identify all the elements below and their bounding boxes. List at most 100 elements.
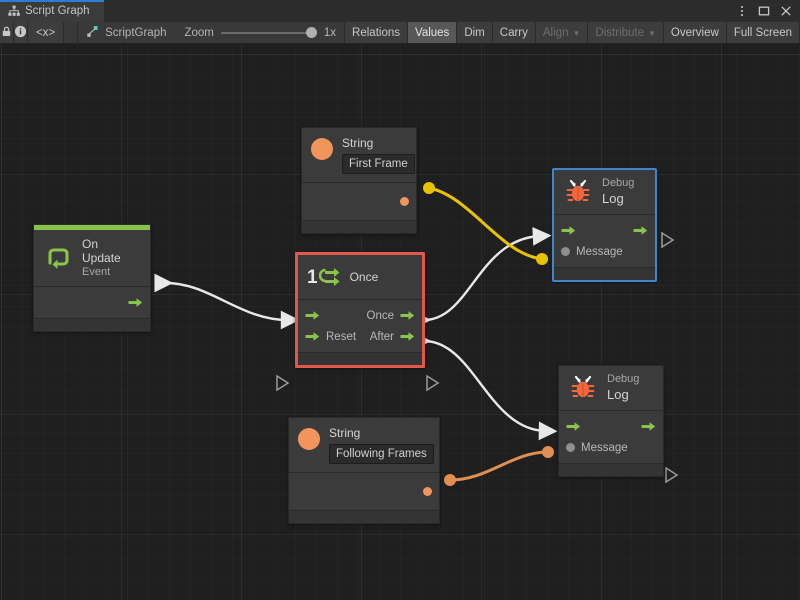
port-flow-in[interactable] xyxy=(566,421,581,432)
port-flow-out[interactable] xyxy=(128,297,143,308)
hollow-triangle-debug-bottom-out xyxy=(665,466,679,484)
maximize-icon[interactable] xyxy=(754,0,774,22)
port-value-out[interactable] xyxy=(400,197,409,207)
wire-endpoint-dot xyxy=(542,446,554,458)
wire-first-frame-to-message[interactable] xyxy=(428,186,543,261)
port-value-out[interactable] xyxy=(423,487,432,497)
node-string-first-frame[interactable]: String First Frame xyxy=(301,127,417,235)
lock-icon xyxy=(0,25,13,41)
port-row-message: Message xyxy=(554,241,655,262)
node-string-following-frames[interactable]: String Following Frames xyxy=(288,417,440,525)
toolbar-button-align[interactable]: Align ▼ xyxy=(535,22,589,43)
toolbar-button-full-screen-label: Full Screen xyxy=(733,26,792,39)
breadcrumb[interactable]: ScriptGraph xyxy=(78,22,177,43)
zoom-slider[interactable] xyxy=(220,27,317,39)
flow-arrow-icon xyxy=(305,331,320,342)
port-flow-out-after[interactable]: After xyxy=(370,331,415,343)
port-row-flow xyxy=(559,416,663,437)
port-flow-in-enter[interactable] xyxy=(305,310,320,321)
wire-after-to-debug-bottom[interactable] xyxy=(412,331,558,441)
toolbar-button-relations-label: Relations xyxy=(352,26,400,39)
wire-following-frames-to-message[interactable] xyxy=(449,450,549,482)
window-controls xyxy=(732,0,796,22)
node-title-group: On Update Event xyxy=(82,237,140,279)
info-button[interactable] xyxy=(14,22,28,43)
node-title: Once xyxy=(349,269,379,284)
flow-arrow-icon xyxy=(400,310,415,321)
node-debug-log-bottom[interactable]: Debug Log xyxy=(558,365,664,477)
zoom-label: Zoom xyxy=(184,26,214,39)
node-header: String First Frame xyxy=(302,128,416,184)
node-body: Message xyxy=(554,215,655,267)
close-icon[interactable] xyxy=(776,0,796,22)
port-row-value-out xyxy=(302,188,416,215)
script-graph-icon xyxy=(86,25,99,41)
wire-once-to-debug-top[interactable] xyxy=(412,227,552,330)
node-body xyxy=(289,473,439,511)
node-footer xyxy=(554,267,655,280)
string-value-field[interactable]: First Frame xyxy=(342,154,415,175)
port-row-enter-once: Once xyxy=(298,305,422,326)
node-footer xyxy=(298,352,422,365)
wire-endpoint-dot xyxy=(423,182,435,194)
flow-arrow-icon xyxy=(561,225,576,236)
port-message-in[interactable]: Message xyxy=(561,246,623,258)
toolbar-button-distribute[interactable]: Distribute ▼ xyxy=(588,22,664,43)
port-row-message: Message xyxy=(559,437,663,458)
hollow-triangle-once-reset xyxy=(276,374,290,392)
flow-arrow-icon xyxy=(566,421,581,432)
toolbar-button-dim[interactable]: Dim xyxy=(457,22,493,43)
toolbar-button-distribute-label: Distribute xyxy=(595,26,644,39)
port-flow-in[interactable] xyxy=(561,225,576,236)
port-flow-out[interactable] xyxy=(633,225,648,236)
node-header: 1 Once xyxy=(298,255,422,300)
port-label-reset: Reset xyxy=(326,330,357,343)
zoom-control: Zoom 1x xyxy=(176,22,346,43)
hierarchy-icon xyxy=(8,5,20,17)
unconnected-port-markers xyxy=(276,231,679,484)
node-once[interactable]: 1 Once xyxy=(295,252,425,368)
node-debug-log-top[interactable]: Debug Log xyxy=(553,169,656,281)
graph-toolbar: <x> ScriptGraph Zoom 1x Relations xyxy=(0,22,800,44)
toolbar-button-values[interactable]: Values xyxy=(408,22,458,43)
hollow-triangle-once-after-sec xyxy=(426,374,440,392)
toolbar-button-carry[interactable]: Carry xyxy=(492,22,536,43)
flow-arrow-icon xyxy=(305,310,320,321)
chevron-down-icon: ▼ xyxy=(647,29,656,38)
wire-update-to-once[interactable] xyxy=(154,273,300,330)
debug-bug-icon xyxy=(568,373,598,403)
node-title-group: Once xyxy=(350,270,379,284)
toolbar-button-full-screen[interactable]: Full Screen xyxy=(726,22,800,43)
info-icon xyxy=(14,25,27,41)
node-on-update[interactable]: On Update Event xyxy=(33,224,151,333)
kebab-menu-icon[interactable] xyxy=(732,0,752,22)
zoom-slider-track xyxy=(220,31,317,34)
toolbar-button-overview[interactable]: Overview xyxy=(663,22,727,43)
port-label-once: Once xyxy=(366,309,395,322)
toolbar-button-dim-label: Dim xyxy=(464,26,485,39)
zoom-slider-knob[interactable] xyxy=(305,27,317,38)
string-value-field[interactable]: Following Frames xyxy=(329,444,434,465)
toolbar-button-relations[interactable]: Relations xyxy=(345,22,408,43)
toolbar-button-align-label: Align xyxy=(542,26,569,39)
node-body xyxy=(302,183,416,221)
tab-label: Script Graph xyxy=(25,5,90,17)
port-row-flow xyxy=(554,220,655,241)
tab-script-graph[interactable]: Script Graph xyxy=(0,0,104,22)
value-port-dot-icon xyxy=(400,197,409,207)
lock-toggle-button[interactable] xyxy=(0,22,14,43)
connection-layer xyxy=(154,182,679,486)
port-flow-in-reset[interactable]: Reset xyxy=(305,331,356,343)
node-title: Debug xyxy=(602,177,635,190)
node-title-group: Debug Log xyxy=(607,373,639,402)
port-message-in[interactable]: Message xyxy=(566,442,628,454)
port-label-message: Message xyxy=(576,245,623,258)
code-view-button[interactable]: <x> xyxy=(28,22,65,43)
graph-canvas[interactable]: On Update Event xyxy=(0,44,800,600)
node-title: String xyxy=(329,426,361,440)
node-title: String xyxy=(342,136,374,150)
node-title-group: String First Frame xyxy=(342,136,415,175)
port-flow-out[interactable] xyxy=(641,421,656,432)
port-flow-out-once[interactable]: Once xyxy=(367,310,416,322)
